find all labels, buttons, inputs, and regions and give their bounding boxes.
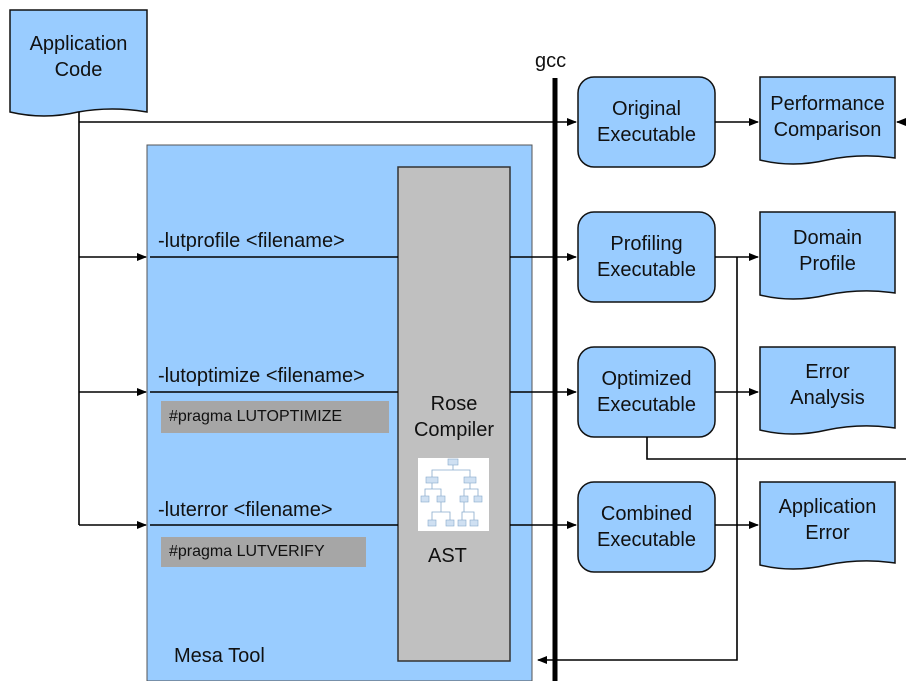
gcc-label: gcc bbox=[535, 50, 567, 72]
rose-compiler-box bbox=[397, 166, 511, 662]
application-code-doc bbox=[9, 9, 148, 117]
error-analysis-doc bbox=[759, 346, 896, 435]
performance-comparison-doc bbox=[759, 76, 896, 165]
luterror-flag: -luterror <filename> bbox=[158, 499, 333, 521]
edge-optimized-to-performance bbox=[646, 437, 906, 460]
application-error-doc bbox=[759, 481, 896, 570]
lutprofile-flag: -lutprofile <filename> bbox=[158, 230, 345, 252]
ast-label: AST bbox=[428, 545, 467, 567]
domain-profile-doc bbox=[759, 211, 896, 300]
pragma-lutverify: #pragma LUTVERIFY bbox=[161, 537, 366, 567]
ast-tree-thumbnail bbox=[418, 458, 489, 531]
edge-profile-feedback bbox=[537, 257, 738, 664]
pragma-lutoptimize: #pragma LUTOPTIMIZE bbox=[161, 401, 389, 433]
lutoptimize-flag: -lutoptimize <filename> bbox=[158, 365, 365, 387]
mesa-tool-label: Mesa Tool bbox=[174, 645, 265, 667]
optimized-executable-box bbox=[577, 346, 716, 438]
original-executable-box bbox=[577, 76, 716, 168]
combined-executable-box bbox=[577, 481, 716, 573]
profiling-executable-box bbox=[577, 211, 716, 303]
